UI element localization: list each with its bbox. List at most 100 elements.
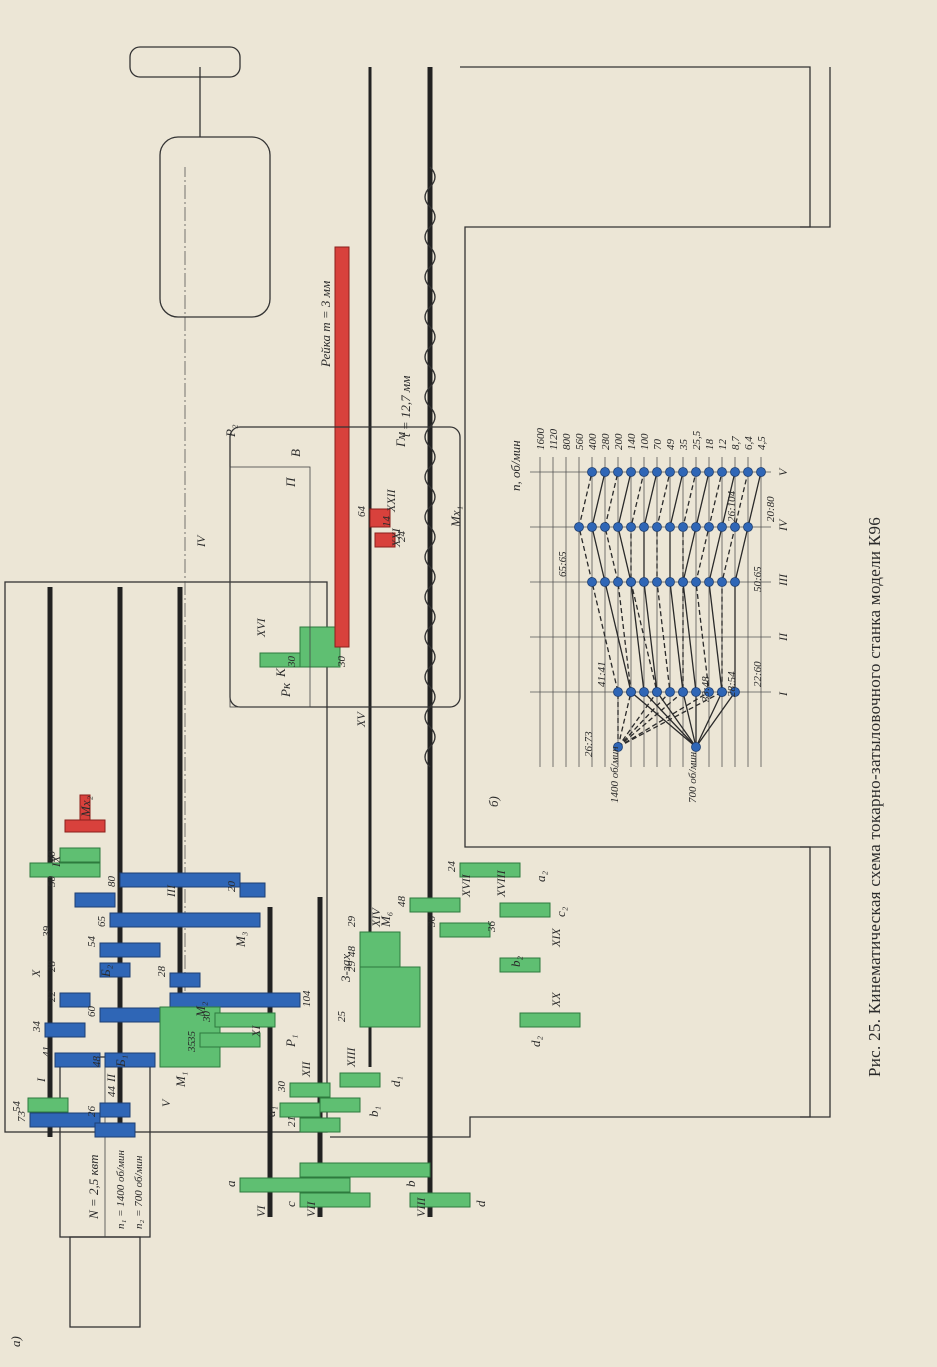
speed-node [678, 522, 688, 532]
speed-label: 6,4 [743, 436, 755, 450]
gear-number-label: 20 [226, 881, 238, 893]
speed-label: 70 [652, 439, 664, 451]
shaft-label-XVIII: XVIII [494, 869, 508, 898]
speed-node [717, 467, 727, 477]
headstock-housing [4, 581, 328, 1133]
shaft-label-IX: IX [49, 855, 63, 868]
gear-number-label: 65 [96, 916, 108, 928]
gear-41 [54, 1052, 101, 1068]
shaft-label-XIX: XIX [549, 928, 563, 948]
gear-30-green [289, 1082, 331, 1098]
p2-label: Р₂ [223, 424, 238, 438]
input-speed-label: 700 об/мин [687, 751, 699, 803]
gear-number-label: 104 [301, 990, 313, 1007]
gear-b-label: b [403, 1180, 418, 1187]
gear-number-label: 25 [336, 1011, 348, 1023]
gear-number-label: 35 [186, 1031, 198, 1044]
lead-screw [424, 166, 436, 768]
gear-d1 [339, 1072, 381, 1088]
speed-node [652, 467, 662, 477]
shaft-label-II: II [104, 1073, 118, 1083]
ratio-label: 28:54 [726, 671, 738, 697]
speed-node [639, 687, 649, 697]
gear-number-label: 44 [106, 1086, 118, 1098]
speed-node [756, 467, 766, 477]
gear-number-label: 54 [86, 936, 98, 948]
speed-label: 8,7 [730, 436, 742, 450]
gear-d2 [519, 1012, 581, 1028]
speed-node [613, 522, 623, 532]
speed-label: 200 [613, 433, 625, 450]
gear-number-label: 36 [426, 916, 438, 929]
speed-node [730, 467, 740, 477]
gear-65 [109, 912, 261, 928]
gear-number-label: 30 [286, 656, 298, 669]
column-label-I: I [776, 691, 790, 697]
speed-label: 800 [561, 433, 573, 450]
figure-caption: Рис. 25. Кинематическая схема токарно-за… [865, 517, 884, 1077]
speed-node [678, 577, 688, 587]
ratio-label: 26:104 [726, 490, 738, 522]
speed-ray [617, 471, 658, 748]
speed-node [691, 467, 701, 477]
gear-number-label: 41 [41, 1046, 53, 1057]
gear-worm-block [359, 966, 421, 1028]
shaft-label-IV: IV [194, 534, 208, 548]
speed-node [730, 687, 740, 697]
shaft-label-XIII: XIII [344, 1047, 358, 1068]
ratio-label: 26:73 [583, 731, 595, 757]
speed-node [600, 522, 610, 532]
speed-label: 100 [639, 433, 651, 450]
gear-c [299, 1192, 371, 1208]
gear-number-label: 64 [356, 506, 368, 518]
shaft-label-XVI: XVI [254, 617, 268, 638]
gear-b [299, 1162, 431, 1178]
speed-ray [604, 471, 632, 748]
gear-50-green [59, 847, 101, 863]
speed-label: 4,5 [756, 436, 768, 450]
gear-number-label: 30 [276, 1081, 288, 1094]
motor-n2: n₂ = 700 об/мин [133, 1155, 145, 1229]
gear-number-label: 28 [156, 966, 168, 978]
shaft-label-V: V [159, 1098, 173, 1107]
gear-22 [59, 992, 91, 1008]
speed-label: 560 [574, 433, 586, 450]
gear-worm-29 [359, 931, 401, 973]
gear-24-red [374, 532, 396, 548]
cross-slide [229, 466, 311, 708]
speed-node [626, 467, 636, 477]
speed-node [691, 687, 701, 697]
speed-axis-label: n, об/мин [508, 440, 523, 491]
gear-number-label: 54 [11, 1101, 23, 1113]
shaft-label-XV: XV [354, 711, 368, 728]
speed-node [730, 577, 740, 587]
gear-number-label: 60 [86, 1006, 98, 1018]
speed-label: 1600 [535, 428, 547, 451]
speed-label: 25,5 [691, 430, 703, 450]
gear-number-label: 39 [41, 926, 53, 939]
rack [334, 246, 350, 648]
gear-28-top [99, 962, 131, 978]
input-node [613, 742, 623, 752]
speed-node [717, 522, 727, 532]
shaft-label-XXI: XXI [389, 527, 403, 548]
speed-label: 35 [678, 439, 690, 452]
speed-node [665, 687, 675, 697]
part-p-label: П [283, 476, 298, 488]
shaft-label-I: I [34, 1077, 48, 1083]
gear-60 [99, 1007, 161, 1023]
speed-node [626, 577, 636, 587]
motor-base [69, 1236, 141, 1328]
motor-n1: n₁ = 1400 об/мин [115, 1150, 127, 1229]
column-label-IV: IV [776, 518, 790, 532]
column-label-V: V [776, 467, 790, 476]
gear-c2-label: c₂ [553, 906, 568, 917]
m3-label: М₃ [233, 932, 248, 948]
speed-node [678, 687, 688, 697]
gear-36 [439, 922, 491, 938]
gear-20 [239, 882, 266, 898]
speed-node [704, 577, 714, 587]
speed-node [613, 467, 623, 477]
